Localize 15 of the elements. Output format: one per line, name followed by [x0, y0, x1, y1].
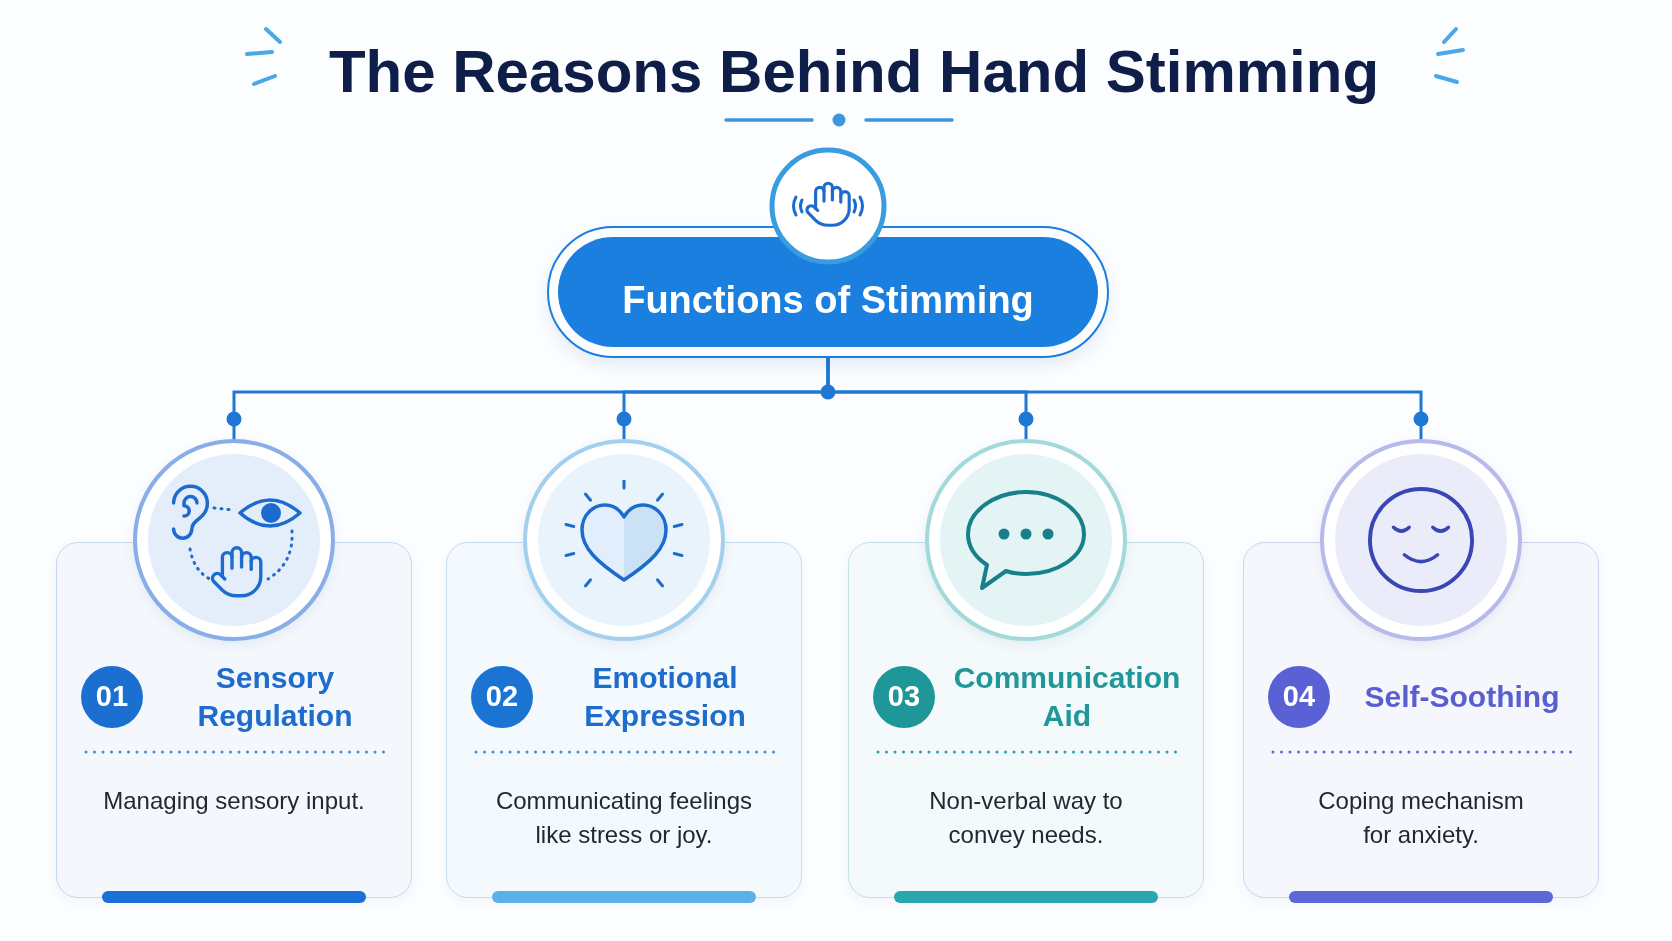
card-description: Managing sensory input. — [103, 786, 365, 816]
hub-label: Functions of Stimming — [622, 278, 1034, 323]
number-badge: 02 — [471, 666, 533, 728]
number-badge: 04 — [1268, 666, 1330, 728]
card-description: Coping mechanism for anxiety. — [1317, 786, 1525, 850]
title: The Reasons Behind Hand Stimming — [328, 37, 1380, 107]
card-title: Self-Soothing — [1364, 679, 1560, 715]
card-title: Communication Aid — [952, 660, 1182, 734]
number-badge: 01 — [81, 666, 143, 728]
card-title: Emotional Expression — [583, 660, 747, 734]
connector-line — [826, 358, 1423, 439]
card-description: Communicating feelings like stress or joy. — [494, 786, 754, 850]
card-description: Non-verbal way to convey needs. — [928, 786, 1124, 850]
card-title: Sensory Regulation — [196, 660, 354, 734]
number-badge: 03 — [873, 666, 935, 728]
